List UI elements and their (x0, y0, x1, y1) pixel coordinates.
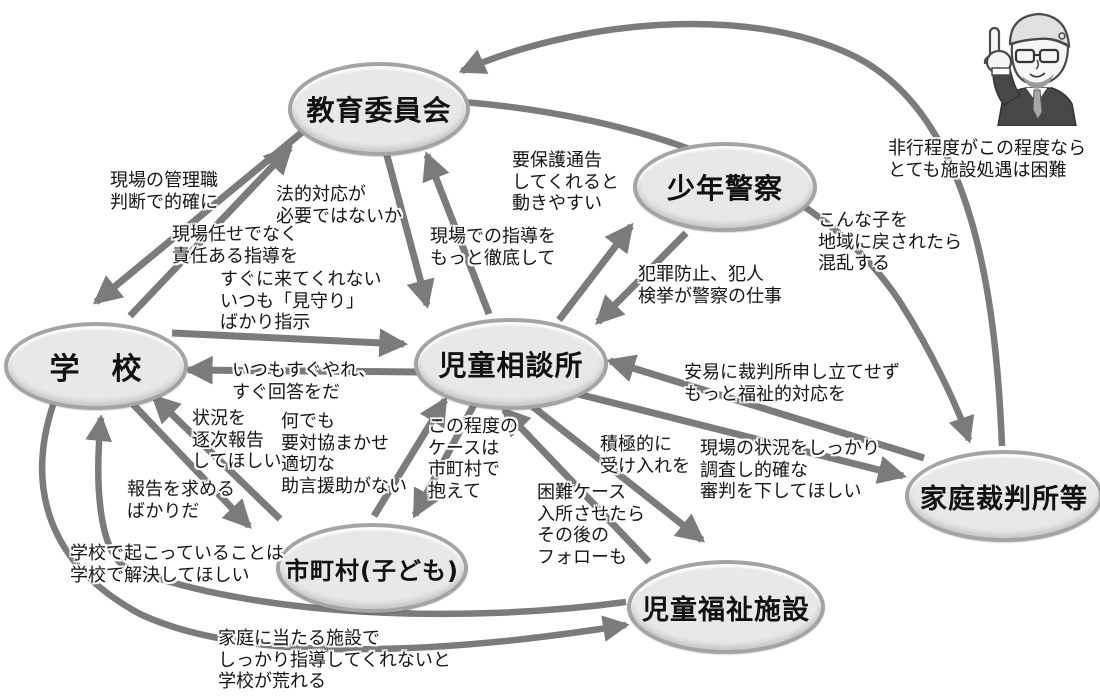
node-shonen-keisatsu-label: 少年警察 (666, 172, 783, 205)
arrow-keisatsu-to-jiso (595, 230, 689, 325)
arrow-shicho-to-jiso (371, 396, 448, 518)
arrow-jiso-to-gakko (183, 355, 421, 385)
node-shichoson-kodomo: 市町村(子ども) (276, 523, 468, 613)
edge-label-kyoiku-gakko: 現場の管理職 判断で的確に (110, 170, 218, 213)
arrow-kasai-to-kyoiku-curve (458, 20, 1006, 447)
arrow-kasai-to-jiso (606, 354, 926, 462)
edge-label-gakko-shicho: 状況を 逐次報告 してほしい (192, 408, 282, 473)
node-gakko: 学 校 (4, 322, 188, 410)
beard-shape (1022, 74, 1054, 89)
arrow-kyoiku-to-jiso (382, 151, 435, 309)
cuff-shape (991, 67, 1011, 76)
node-jido-sodanjo: 児童相談所 (414, 318, 608, 410)
tie-shape (1032, 89, 1043, 121)
edge-label-jiso-gakko: いつもすぐやれ、 すぐ回答をだ (232, 360, 377, 403)
arrow-fukushi-to-gakko-curve (85, 414, 627, 618)
arrow-jiso-to-shicho (411, 397, 481, 519)
node-kyoiku-iinkai-label: 教育委員会 (306, 94, 452, 127)
edge-label-keisatsu-jiso: 犯罪防止、犯人 検挙が警察の仕事 (638, 264, 782, 307)
edge-label-shicho-gakko: 報告を求める ばかりだ (127, 479, 235, 522)
node-shichoson-kodomo-label: 市町村(子ども) (285, 556, 459, 585)
node-gakko-label: 学 校 (49, 352, 143, 387)
edge-label-kyoiku-jiso: 法的対応が 必要ではないか (276, 184, 402, 227)
arrow-gakko-to-fukushi-curve (38, 400, 630, 653)
node-jido-sodanjo-label: 児童相談所 (438, 349, 584, 382)
node-jido-fukushi-shisetsu-label: 児童福祉施設 (642, 594, 810, 626)
arrow-kyoiku-to-kasai-curve (462, 98, 975, 444)
node-katei-saibansho: 家庭裁判所等 (905, 450, 1100, 542)
nose-line (1035, 59, 1040, 70)
edge-label-fukushi-gakko: 学校で起こっていることは 学校で解決してほしい (70, 543, 284, 586)
arrow-gakko-to-shicho (125, 396, 252, 529)
arrow-gakko-to-kyoiku (127, 145, 293, 319)
edge-label-kasai-kyoiku: 非行程度がこの程度なら とても施設処遇は困難 (888, 138, 1086, 181)
pointing-man-drawing (983, 12, 1077, 127)
node-kyoiku-iinkai: 教育委員会 (288, 62, 470, 156)
edge-label-kyoiku-kasai: こんな子を 地域に戻されたら 混乱する (818, 210, 962, 275)
edge-label-jiso-shicho: この程度の ケースは 市町村で 抱えて (428, 416, 518, 502)
arrow-jiso-to-fukushi (515, 392, 706, 543)
node-katei-saibansho-label: 家庭裁判所等 (920, 483, 1088, 515)
node-jido-fukushi-shisetsu: 児童福祉施設 (627, 560, 825, 654)
mouth-line (1029, 72, 1046, 78)
beret-cap-shape (1008, 12, 1071, 49)
arrow-gakko-to-jiso (171, 328, 409, 358)
edge-label-jiso-keisatsu: 要保護通告 してくれると 動きやすい (512, 150, 619, 215)
cap-button (1058, 32, 1066, 40)
pointing-man-illustration (942, 2, 1098, 127)
edge-label-jiso-fukushi: 積極的に 受け入れを (600, 434, 690, 477)
arrow-fukushi-to-jiso (501, 407, 652, 565)
edge-label-gakko-kyoiku: 現場任せでなく 責任ある指導を (172, 224, 298, 267)
edge-label-fukushi-jiso: 困難ケース 入所させたら その後の フォローも (537, 482, 645, 568)
edge-label-gakko-jiso: すぐに来てくれない いつも「見守り」 ばかり指示 (220, 269, 382, 334)
edge-label-jiso-kyoiku: 現場での指導を もっと徹底して (430, 226, 556, 269)
arrow-jiso-to-kyoiku (422, 151, 493, 316)
edge-label-gakko-fukushi: 家庭に当たる施設で しっかり指導してくれないと 学校が荒れる (218, 628, 451, 693)
edge-label-jiso-kasai: 現場の状況をしっかり 調査し的確な 審判を下してほしい (700, 438, 880, 503)
thumb-line (983, 55, 991, 65)
arrow-jiso-to-keisatsu (556, 222, 634, 323)
arrow-jiso-to-kasai (565, 387, 907, 484)
edge-label-kasai-jiso: 安易に裁判所申し立てせず もっと福祉的対応を (684, 362, 900, 405)
node-shonen-keisatsu: 少年警察 (633, 142, 817, 232)
edge-label-shicho-jiso: 何でも 要対協まかせ 適切な 助言援助がない (281, 411, 407, 497)
arrow-shicho-to-gakko (151, 394, 283, 522)
